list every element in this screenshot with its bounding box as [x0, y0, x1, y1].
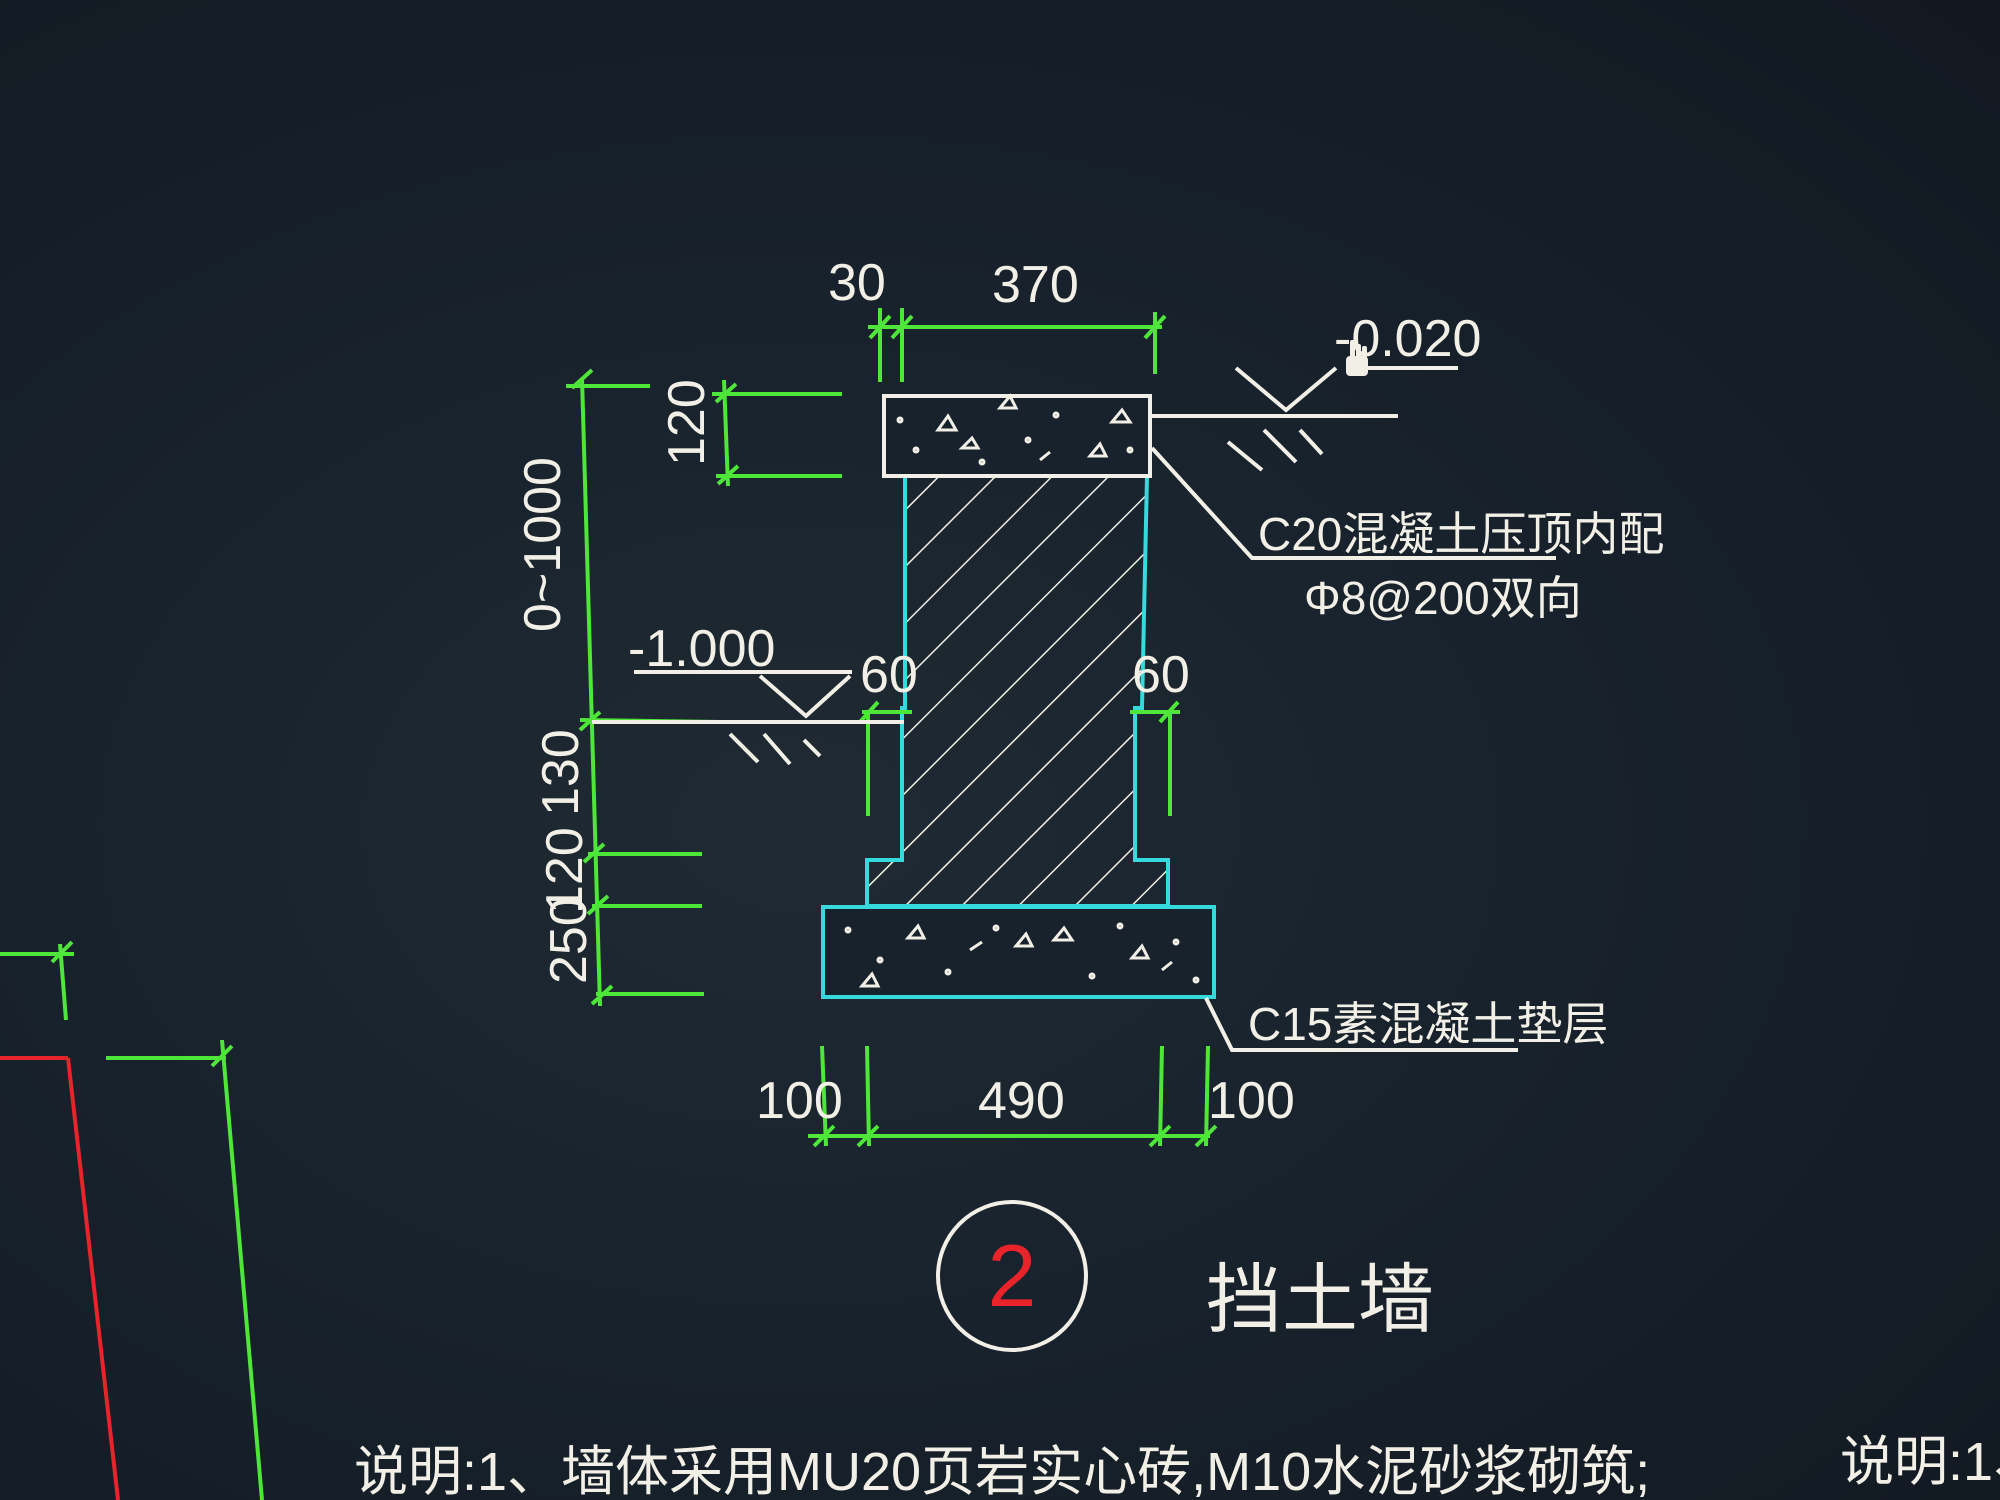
- dimension-lines: [0, 308, 1218, 1500]
- dim-left-120: 120: [658, 379, 716, 466]
- wall-section: [821, 393, 1216, 999]
- coping-aggregate: [896, 393, 1134, 466]
- dim-bottom-490: 490: [978, 1072, 1065, 1130]
- note-cap-line1: C20混凝土压顶内配: [1258, 508, 1664, 560]
- dim-top-30: 30: [828, 254, 886, 312]
- dim-step-left-60: 60: [860, 646, 918, 704]
- dim-bottom-right-100: 100: [1208, 1072, 1295, 1130]
- dim-step-right-60: 60: [1132, 646, 1190, 704]
- detail-number-circle: [936, 1200, 1088, 1352]
- dim-left-250: 250: [540, 897, 598, 984]
- detail-title: 2 挡土墙: [936, 1200, 1434, 1352]
- description-right-cut: 说明:1、-: [1840, 1432, 2000, 1492]
- adjacent-drawing-red-outline: [0, 1056, 120, 1500]
- ground-and-elevation-lines: [592, 366, 1556, 1052]
- detail-number: 2: [988, 1226, 1037, 1325]
- base-aggregate: [844, 922, 1200, 988]
- elevation-labels: -0.020 -1.000: [628, 310, 1481, 678]
- note-cap-line2: Φ8@200双向: [1304, 572, 1582, 624]
- dim-left-range: 0~1000: [514, 457, 572, 632]
- description-main: 说明:1、墙体采用MU20页岩实心砖,M10水泥砂浆砌筑;: [354, 1442, 1650, 1500]
- concrete-base-pad: [821, 905, 1216, 999]
- dim-top-370: 370: [992, 256, 1079, 314]
- dim-left-120b: 120: [536, 827, 594, 914]
- description-notes: 说明:1、墙体采用MU20页岩实心砖,M10水泥砂浆砌筑; 说明:1、-: [354, 1432, 2000, 1500]
- hand-cursor-icon: [1346, 340, 1368, 376]
- elevation-ground: -1.000: [628, 620, 775, 678]
- note-base: C15素混凝土垫层: [1248, 998, 1608, 1050]
- dimension-labels: 30 370 120 0~1000 130 120 250 60 60 100 …: [514, 254, 1295, 1130]
- dim-bottom-left-100: 100: [756, 1072, 843, 1130]
- detail-title-text: 挡土墙: [1206, 1258, 1434, 1343]
- dim-left-130: 130: [532, 729, 590, 816]
- material-notes: C20混凝土压顶内配 Φ8@200双向 C15素混凝土垫层: [1248, 508, 1664, 1050]
